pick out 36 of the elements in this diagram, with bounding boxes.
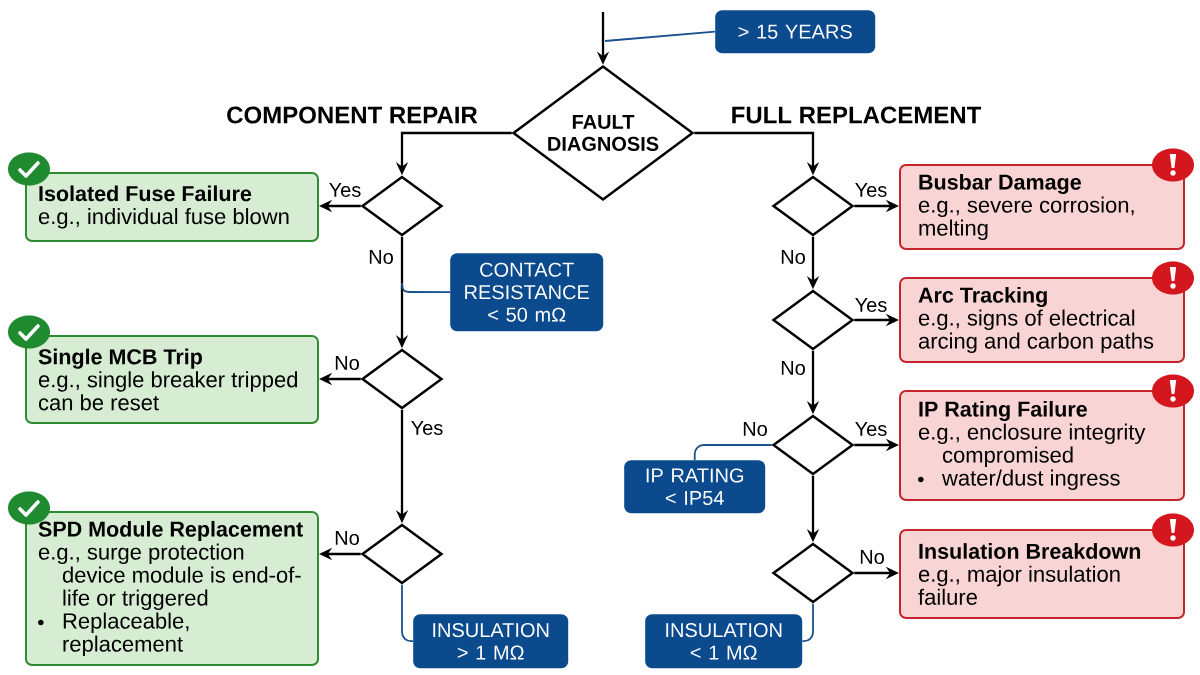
box-title: Isolated Fuse Failure [39,185,252,202]
edge-label: No [369,250,393,264]
box-title: Arc Tracking [918,286,1047,308]
edge-label: Yes [411,421,443,435]
box-text: e.g., individual fuse blown [38,208,289,229]
box-title: SPD Module Replacement [38,520,303,541]
edge-label: Yes [855,183,887,197]
edge-label: No [335,531,359,545]
box-title: Busbar Damage [919,173,1081,195]
box-text: e.g., single breaker tripped can be reset [38,371,298,411]
leader-line [401,282,451,294]
edge-label: No [781,361,805,375]
branch-heading: FULL REPLACEMENT [732,106,982,124]
leader-line [604,30,716,42]
box-title: IP Rating Failure [919,400,1087,422]
bullet-text: water/dust ingress [942,469,1120,491]
box-text: e.g., major insulation failure [918,565,1120,605]
edge-label: No [781,250,805,264]
edge-label: Yes [855,298,887,312]
callout-box: INSULATION < 1 MΩ [645,614,803,669]
callout-box: CONTACT RESISTANCE < 50 mΩ [450,253,604,332]
box-text: e.g., surge protection device module is end-of-life or triggered [38,543,301,611]
callout-box: IP RATING < IP54 [624,460,766,514]
edge-label: No [860,550,884,564]
box-text: e.g., signs of electrical arcing and carbon paths [918,309,1154,354]
bullet-text: Replaceable, replacement [63,612,189,657]
box-title: Single MCB Trip [38,348,202,369]
edge-label: Yes [329,183,361,197]
callout-box: INSULATION > 1 MΩ [413,614,569,669]
edge-label: Yes [855,422,887,436]
callout-box: > 15 YEARS [715,10,876,54]
box-text: e.g., severe corrosion, melting [918,196,1134,241]
edge-label: No [743,422,767,436]
edge-label: No [335,356,359,370]
branch-heading: COMPONENT REPAIR [227,106,478,124]
box-title: Insulation Breakdown [919,543,1141,559]
